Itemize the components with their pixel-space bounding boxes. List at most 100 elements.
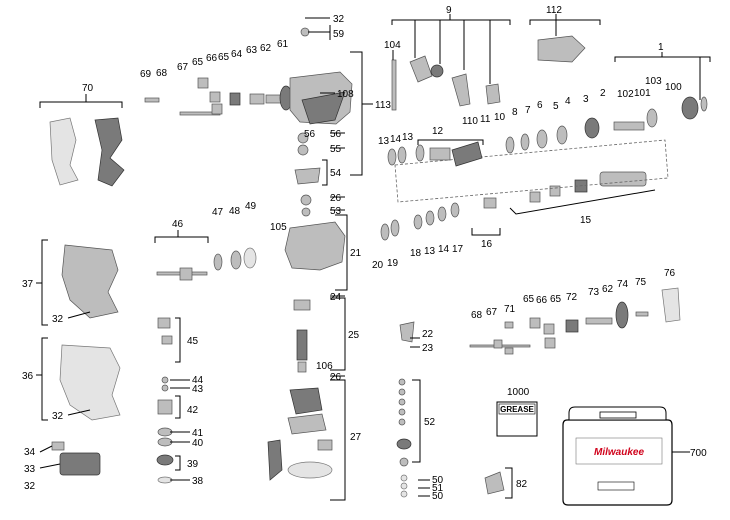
callout: 27: [350, 432, 362, 443]
callout: 39: [187, 459, 199, 470]
callout: 65: [192, 57, 204, 68]
callout: 22: [422, 329, 434, 340]
callout: 7: [525, 105, 531, 116]
callout: 62: [260, 43, 272, 54]
callout: 50: [432, 491, 444, 502]
callout: 74: [617, 279, 629, 290]
callout: 56: [330, 129, 342, 140]
callout: 1: [658, 42, 664, 53]
callout: 105: [270, 222, 287, 233]
callout: 8: [512, 107, 518, 118]
callout: 40: [192, 438, 204, 449]
callout: 26: [330, 372, 342, 383]
callout: 6: [537, 100, 543, 111]
callout: 34: [24, 447, 36, 458]
callout: 66: [536, 295, 548, 306]
callout: 73: [588, 287, 600, 298]
callout: 15: [580, 215, 592, 226]
grease-box: GREASE: [496, 401, 538, 437]
callout: 103: [645, 76, 662, 87]
callout: 68: [471, 310, 483, 321]
callout: 37: [22, 279, 34, 290]
callout: 65: [218, 52, 230, 63]
callout: 11: [480, 114, 491, 125]
callout: 70: [82, 83, 94, 94]
case-brand-logo: Milwaukee: [594, 447, 644, 458]
callout: 45: [187, 336, 199, 347]
callout: 25: [348, 330, 360, 341]
callout: 69: [140, 69, 152, 80]
callout: 53: [330, 206, 342, 217]
callout: 63: [246, 45, 258, 56]
callout: 23: [422, 343, 434, 354]
callout: 21: [350, 248, 362, 259]
callout: 52: [424, 417, 436, 428]
callout: 5: [553, 101, 559, 112]
callout: 42: [187, 405, 199, 416]
leader-lines: [36, 14, 711, 501]
callout: 32: [52, 411, 64, 422]
tool-case: Milwaukee: [562, 406, 673, 506]
callout: 3: [583, 94, 589, 105]
callout: 54: [330, 168, 342, 179]
callout: 61: [277, 39, 289, 50]
callout: 104: [384, 40, 401, 51]
callout: 67: [177, 62, 189, 73]
callout-numbers: 32 59 9 112 1 104 70 69 68 67 65 66 65 6…: [22, 5, 707, 502]
callout: 13: [402, 132, 414, 143]
callout: 65: [523, 294, 535, 305]
callout: 2: [600, 88, 606, 99]
callout: 72: [566, 292, 578, 303]
callout: 48: [229, 206, 241, 217]
callout: 9: [446, 5, 452, 16]
callout: 1000: [507, 387, 530, 398]
callout: 50: [432, 475, 444, 486]
callout: 66: [206, 53, 218, 64]
callout: 32: [24, 481, 36, 492]
callout: 68: [156, 68, 168, 79]
callout: 10: [494, 112, 506, 123]
callout: 82: [516, 479, 528, 490]
callout: 56: [304, 129, 316, 140]
callout: 64: [231, 49, 243, 60]
callout: 36: [22, 371, 34, 382]
callout: 12: [432, 126, 444, 137]
callout: 32: [333, 14, 345, 25]
callout: 100: [665, 82, 682, 93]
callout: 32: [52, 314, 64, 325]
callout: 20: [372, 260, 384, 271]
part-drawings: [49, 27, 708, 498]
callout: 19: [387, 258, 399, 269]
callout: 16: [481, 239, 493, 250]
callout: 106: [316, 361, 333, 372]
callout: 24: [330, 292, 342, 303]
callout: 76: [664, 268, 676, 279]
callout: 18: [410, 248, 422, 259]
callout: 14: [390, 134, 402, 145]
callout: 47: [212, 207, 224, 218]
callout: 110: [462, 116, 478, 127]
callout: 67: [486, 307, 498, 318]
callout: 14: [438, 244, 450, 255]
callout: 101: [634, 88, 651, 99]
callout: 33: [24, 464, 36, 475]
callout: 13: [424, 246, 436, 257]
callout: 112: [546, 5, 562, 16]
callout: 4: [565, 96, 571, 107]
callout: 13: [378, 136, 390, 147]
callout: 41: [192, 428, 204, 439]
callout: 62: [602, 284, 614, 295]
callout: 44: [192, 375, 204, 386]
callout: 55: [330, 144, 342, 155]
callout: 108: [337, 89, 354, 100]
callout: 43: [192, 384, 204, 395]
callout: 700: [690, 448, 707, 459]
callout: 51: [432, 483, 444, 494]
callout: 59: [333, 29, 345, 40]
callout: 113: [375, 100, 391, 111]
callout: 75: [635, 277, 647, 288]
callout: 26: [330, 193, 342, 204]
callout: 46: [172, 219, 184, 230]
